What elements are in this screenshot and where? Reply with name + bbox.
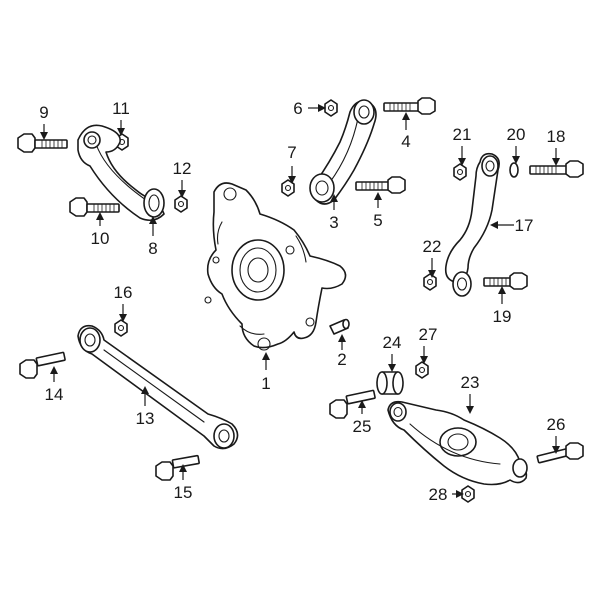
leader-lines — [40, 104, 560, 498]
nut-part-21 — [453, 163, 467, 181]
bolt-part-15 — [155, 454, 200, 481]
toe-link-part-17 — [444, 152, 500, 297]
callout-numbers: 1 2 3 4 5 6 7 8 9 10 11 12 13 14 15 16 1… — [39, 99, 565, 504]
callout-26: 26 — [547, 415, 566, 434]
lower-arm-part-23 — [387, 400, 528, 486]
callout-5: 5 — [373, 211, 382, 230]
callout-7: 7 — [287, 143, 296, 162]
callout-14: 14 — [45, 385, 64, 404]
callout-25: 25 — [353, 417, 372, 436]
callout-9: 9 — [39, 103, 48, 122]
callout-10: 10 — [91, 229, 110, 248]
nut-part-16 — [114, 319, 128, 337]
bolt-part-18 — [529, 160, 584, 178]
bushing-part-24 — [376, 371, 404, 395]
bolt-part-5 — [355, 176, 406, 194]
callout-4: 4 — [401, 132, 410, 151]
callout-16: 16 — [114, 283, 133, 302]
bolt-part-19 — [483, 272, 528, 290]
callout-24: 24 — [383, 333, 402, 352]
upper-link-part-3 — [309, 99, 377, 205]
nut-part-28 — [461, 485, 475, 503]
lateral-link-part-13 — [77, 324, 239, 450]
nut-part-7 — [281, 179, 295, 197]
callout-3: 3 — [329, 213, 338, 232]
callout-15: 15 — [174, 483, 193, 502]
bolt-part-25 — [329, 389, 376, 419]
callout-23: 23 — [461, 373, 480, 392]
callout-12: 12 — [173, 159, 192, 178]
callout-11: 11 — [112, 99, 130, 118]
nut-part-22 — [423, 273, 437, 291]
callout-13: 13 — [136, 409, 155, 428]
nut-part-27 — [415, 361, 429, 379]
callout-17: 17 — [515, 216, 534, 235]
nut-part-12 — [174, 195, 188, 213]
callout-18: 18 — [547, 127, 566, 146]
callout-20: 20 — [507, 125, 526, 144]
callout-19: 19 — [493, 307, 512, 326]
callout-27: 27 — [419, 325, 438, 344]
bolt-part-26 — [536, 442, 584, 464]
sleeve-part-2 — [329, 318, 350, 335]
bolt-part-4 — [383, 97, 436, 115]
callout-6: 6 — [293, 99, 302, 118]
knuckle-part-1 — [204, 182, 347, 351]
bolt-part-14 — [19, 351, 66, 379]
washer-part-20 — [509, 162, 519, 178]
nut-part-6 — [324, 99, 338, 117]
callout-1: 1 — [261, 374, 270, 393]
callout-8: 8 — [148, 239, 157, 258]
bolt-part-10 — [69, 197, 120, 217]
callout-22: 22 — [423, 237, 442, 256]
bolt-part-9 — [17, 133, 68, 153]
callout-28: 28 — [429, 485, 448, 504]
callout-21: 21 — [453, 125, 472, 144]
callout-2: 2 — [337, 350, 346, 369]
